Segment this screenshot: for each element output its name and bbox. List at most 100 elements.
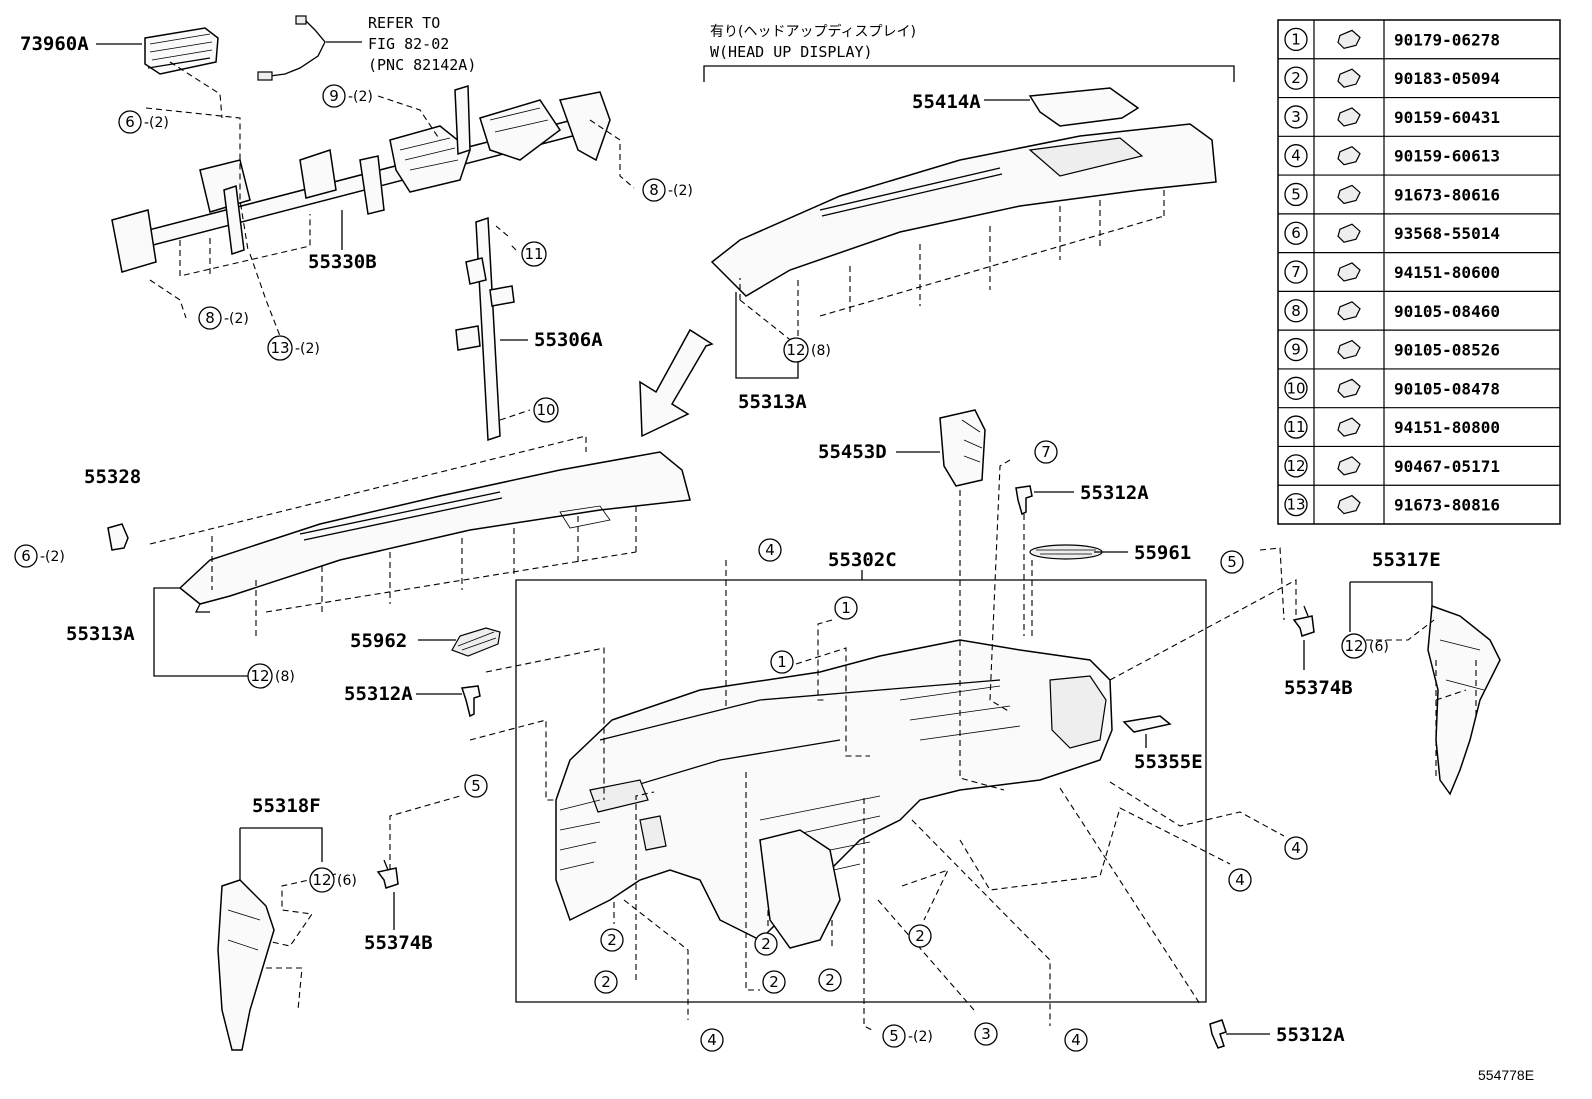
table-row-number-circle [1284,182,1308,207]
callout: 10 [533,397,559,423]
table-row-number: 13 [1286,496,1305,514]
table-row-number-circle [1284,144,1308,168]
part-label-airbag: 73960A [20,33,89,55]
airbag-module-illustration [144,27,219,75]
table-row-number: 9 [1291,341,1301,359]
callout: 12 (8) [783,337,831,363]
table-row-part-number: 93568-55014 [1394,224,1500,243]
fastener-icon [1337,223,1361,243]
table-row-number-circle [1284,337,1308,362]
fastener-icon [1337,29,1361,50]
part-label-hud-unit: 55453D [818,441,887,463]
svg-text:2: 2 [607,931,617,949]
table-row-number-circle [1284,221,1308,245]
upper-pad-left-illustration [178,451,691,613]
table-row-number-circle [1284,27,1308,52]
hud-cover-illustration [1028,87,1140,127]
table-row-number-circle [1284,415,1308,439]
callout: 5 [464,774,488,798]
part-label-side-panel-left: 55318F [252,795,321,817]
callouts: 6 -(2) 9 -(2) 8 -(2) 8 -(2) 13 -(2) 11 1… [14,84,1389,1052]
svg-text:12: 12 [1344,637,1363,655]
fastener-icon [1337,145,1361,166]
table-row-part-number: 90179-06278 [1394,30,1500,49]
table-row-number: 6 [1291,224,1301,242]
table-row-part-number: 90159-60431 [1394,108,1500,127]
table-row-number: 11 [1286,418,1305,436]
callout: 6 -(2) [118,110,169,134]
callout: 2 [600,928,624,952]
svg-text:-(2): -(2) [40,549,65,565]
table-row-number-circle [1284,376,1308,400]
callout: 12 (6) [1341,633,1389,659]
table-row-part-number: 90105-08460 [1394,302,1500,321]
fastener-icon [1337,417,1361,437]
svg-text:6: 6 [125,113,135,131]
table-row-part-number: 90105-08478 [1394,379,1500,398]
part-label-55355e: 55355E [1134,751,1203,773]
svg-text:4: 4 [765,541,775,559]
part-label-side-panel-right: 55317E [1372,549,1441,571]
fastener-icon [1337,378,1361,398]
assembly-arrow-icon [639,328,714,438]
part-label-clip-bottom: 55312A [1276,1024,1345,1046]
svg-text:13: 13 [270,339,289,357]
svg-text:-(2): -(2) [348,89,373,105]
callout: 4 [700,1028,724,1052]
table-row-number-circle [1284,299,1308,323]
part-label-clip-top: 55312A [1080,482,1149,504]
brace-illustration [455,216,515,442]
upper-pad-hud-illustration [710,123,1217,297]
callout: 1 [770,650,794,674]
table-row-number-circle [1284,66,1308,90]
svg-text:10: 10 [536,401,555,419]
svg-text:-(2): -(2) [295,341,320,357]
table-row-number: 2 [1291,69,1301,87]
callout: 4 [1228,868,1252,892]
callout: 2 [762,970,786,994]
callout: 5 -(2) [882,1024,933,1048]
part-label-clip-left: 55312A [344,683,413,705]
svg-text:8: 8 [205,309,215,327]
svg-text:-(2): -(2) [908,1029,933,1045]
part-label-bracket-left: 55374B [364,932,433,954]
part-label-bracket-right: 55374B [1284,677,1353,699]
fastener-icon [1337,68,1361,88]
side-panel-right-illustration [1427,604,1501,796]
svg-text:-(2): -(2) [668,183,693,199]
svg-text:(6): (6) [337,873,357,889]
table-row-number: 1 [1291,30,1301,48]
figure-code: 554778E [1478,1067,1534,1083]
table-row-number-circle [1284,260,1308,284]
callout: 9 -(2) [322,84,373,108]
svg-text:2: 2 [761,935,771,953]
reinforcement-illustration [111,84,611,273]
callout: 2 [594,970,618,994]
svg-text:4: 4 [707,1031,717,1049]
callout: 2 [818,968,842,992]
fastener-icon [1337,456,1361,476]
table-row-part-number: 90183-05094 [1394,69,1500,88]
callout: 4 [758,538,782,562]
svg-text:7: 7 [1041,443,1051,461]
svg-text:-(2): -(2) [144,115,169,131]
callout: 11 [521,241,547,267]
wire-harness-illustration [257,15,326,81]
svg-text:12: 12 [312,871,331,889]
part-label-upper-pad-left: 55313A [66,623,135,645]
table-row-part-number: 91673-80616 [1394,185,1500,204]
svg-text:12: 12 [786,341,805,359]
table-row-number-circle [1284,105,1308,129]
clip-bottom-illustration [1209,1019,1227,1049]
table-row-part-number: 94151-80800 [1394,418,1500,437]
side-panel-left-illustration [217,879,275,1051]
refer-fig-text: FIG 82-02 [368,35,449,53]
callout: 4 [1284,836,1308,860]
table-row-part-number: 90467-05171 [1394,457,1500,476]
fastener-icon [1337,107,1361,127]
table-row-number-circle [1284,454,1308,478]
svg-text:8: 8 [649,181,659,199]
table-row-part-number: 90159-60613 [1394,147,1500,166]
